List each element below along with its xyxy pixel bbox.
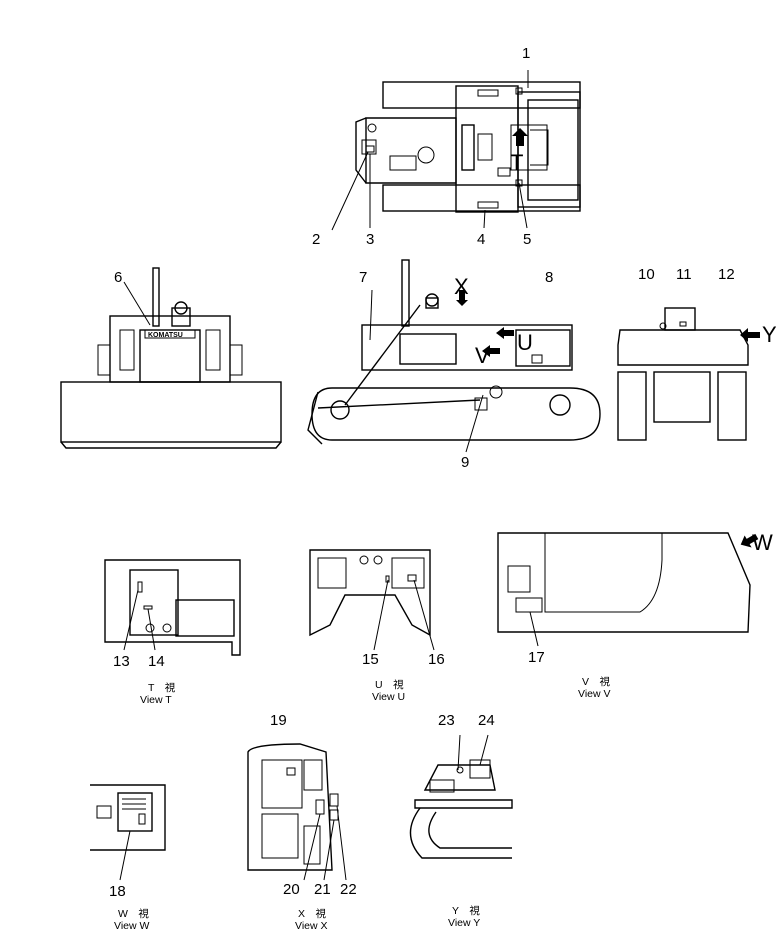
callout-23: 23 [438,712,455,729]
callout-22: 22 [340,881,357,898]
callout-10: 10 [638,266,655,283]
caption-x-en: View X [295,920,328,931]
callout-19: 19 [270,712,287,729]
callout-9: 9 [461,454,469,471]
callout-1: 1 [522,45,530,62]
view-captions: T 視 View T U 視 View U V 視 View V W 視 Vie… [114,675,611,931]
view-u-detail [309,549,435,651]
callout-20: 20 [283,881,300,898]
callout-12: 12 [718,266,735,283]
rear-view: Y [617,307,776,441]
callout-numbers: 1 2 3 4 5 6 7 8 9 10 11 12 13 14 15 16 1… [109,45,735,900]
callout-14: 14 [148,653,165,670]
caption-y-en: View Y [448,917,480,929]
caption-x-jp: X 視 [298,907,327,920]
caption-w-jp: W 視 [118,907,149,920]
callout-7: 7 [359,269,367,286]
side-view: X U V [307,259,601,453]
caption-u-en: View U [372,691,405,703]
callout-8: 8 [545,269,553,286]
caption-y-jp: Y 視 [452,904,480,917]
callout-13: 13 [113,653,130,670]
plan-view: T [331,70,581,231]
view-x-detail [247,743,347,881]
caption-w-en: View W [114,920,149,931]
caption-t-en: View T [140,694,172,706]
callout-15: 15 [362,651,379,668]
callout-16: 16 [428,651,445,668]
caption-v-en: View V [578,688,611,700]
view-letter-y: Y [762,322,776,347]
callout-3: 3 [366,231,374,248]
caption-t-jp: T 視 [148,681,176,694]
callout-18: 18 [109,883,126,900]
callout-5: 5 [523,231,531,248]
front-view: KOMATSU [60,267,282,449]
callout-6: 6 [114,269,122,286]
callout-4: 4 [477,231,485,248]
callout-2: 2 [312,231,320,248]
callout-11: 11 [676,266,692,283]
view-letter-x: X [454,274,469,299]
view-v-detail: W [497,530,773,647]
caption-v-jp: V 視 [582,675,611,688]
brand-logo: KOMATSU [148,332,183,339]
callout-21: 21 [314,881,331,898]
view-t-detail [104,559,241,656]
view-w-detail [90,784,166,881]
callout-17: 17 [528,649,545,666]
view-letter-v: V [475,343,490,368]
callout-24: 24 [478,712,495,729]
caption-u-jp: U 視 [375,678,404,691]
view-y-detail [409,734,513,859]
view-letter-w: W [752,530,773,555]
view-letter-t-plan: T [510,150,523,175]
view-letter-u: U [517,330,533,355]
